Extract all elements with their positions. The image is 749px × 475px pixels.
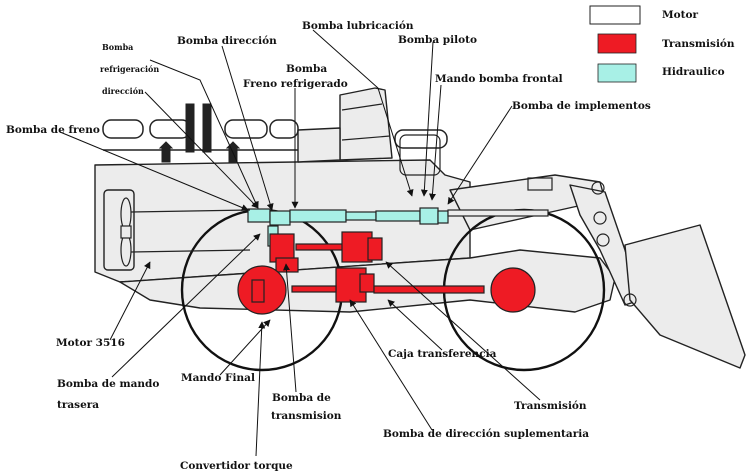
legend-transmision-label: Transmisión [662, 38, 735, 50]
label-bomba-refrigeracion-3: dirección [102, 86, 144, 96]
label-bomba-piloto: Bomba piloto [398, 34, 477, 46]
label-bomba-mando-trasera-1: Bomba de mando [57, 378, 160, 390]
legend-motor-swatch [589, 5, 641, 25]
hydraulic-line [247, 207, 549, 247]
leader-lines [59, 29, 541, 457]
label-bomba-freno-refrigerado-1: Bomba [286, 63, 328, 75]
label-bomba-mando-trasera-2: trasera [57, 399, 100, 411]
cab-details [341, 103, 637, 307]
label-bomba-freno: Bomba de freno [6, 124, 100, 136]
engine-link [130, 209, 251, 253]
label-bomba-implementos: Bomba de implementos [512, 100, 651, 112]
label-motor-3516: Motor 3516 [56, 337, 125, 349]
exhaust-stacks [158, 103, 241, 163]
label-mando-bomba-frontal: Mando bomba frontal [435, 73, 563, 85]
transmission-parts [237, 231, 536, 315]
top-railing [102, 119, 448, 151]
label-bomba-transmision-2: transmision [271, 410, 342, 422]
legend-hidraulico-label: Hidraulico [662, 66, 725, 78]
front-hub [490, 267, 536, 313]
label-bomba-direccion-suplementaria: Bomba de dirección suplementaria [383, 428, 590, 440]
label-bomba-direccion: Bomba dirección [177, 35, 277, 47]
legend-motor-label: Motor [662, 9, 699, 21]
legend-hidraulico-swatch [597, 63, 637, 83]
radiator-fan [120, 197, 132, 267]
label-transmision: Transmisión [514, 400, 587, 412]
label-bomba-lubricacion: Bomba lubricación [302, 20, 414, 32]
label-bomba-refrigeracion-1: Bomba [102, 42, 134, 52]
label-bomba-refrigeracion-2: refrigeración [100, 64, 160, 74]
label-bomba-transmision-1: Bomba de [272, 392, 331, 404]
label-caja-transferencia: Caja transferencia [388, 348, 497, 360]
legend-transmision-swatch [597, 33, 637, 54]
label-mando-final: Mando Final [181, 372, 255, 384]
label-bomba-freno-refrigerado-2: Freno refrigerado [243, 78, 348, 90]
label-convertidor-torque: Convertidor torque [180, 460, 293, 472]
